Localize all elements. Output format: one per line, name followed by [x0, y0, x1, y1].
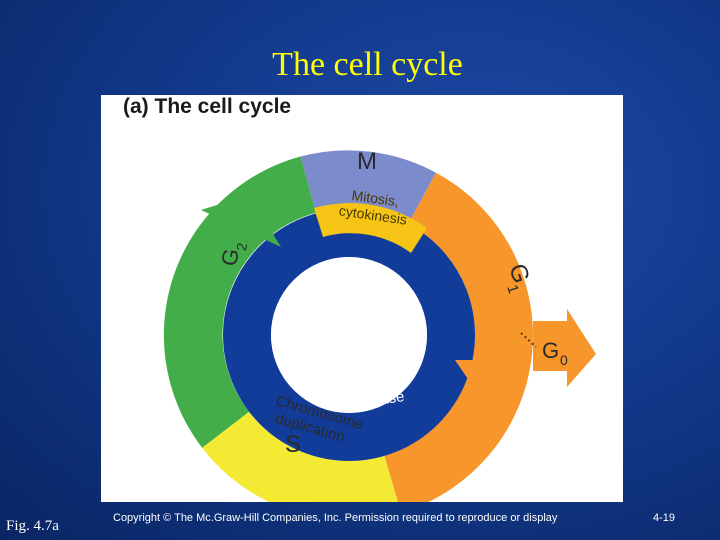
s-phase-segment: [202, 411, 398, 502]
cell-cycle-figure: (a) The cell cycle M G 1 G 0 S G: [101, 95, 623, 502]
s-phase-label: S: [285, 431, 301, 458]
g2-phase-segment: [163, 156, 316, 448]
page-number: 4-19: [653, 512, 676, 524]
svg-text:G: G: [216, 247, 244, 268]
copyright-notice: Copyright © The Mc.Graw-Hill Companies, …: [113, 512, 558, 524]
m-phase-label: M: [357, 148, 377, 175]
cell-cycle-diagram: (a) The cell cycle M G 1 G 0 S G: [123, 95, 596, 502]
figure-label: Fig. 4.7a: [6, 518, 59, 534]
svg-text:Mitosis,: Mitosis,: [351, 187, 400, 209]
g2-arrowhead: [201, 195, 281, 247]
g0-dotted-line: [520, 332, 537, 348]
panel-title: (a) The cell cycle: [123, 95, 291, 118]
mitosis-band: [314, 203, 427, 253]
svg-text:G: G: [542, 338, 559, 363]
svg-text:2: 2: [233, 241, 250, 252]
svg-text:0: 0: [560, 352, 568, 368]
g0-arrow: [533, 309, 596, 387]
g1-phase-segment: [384, 172, 533, 502]
slide-title: The cell cycle: [272, 46, 463, 83]
g2-phase-label: G 2: [216, 241, 250, 268]
center-hole: [271, 257, 427, 413]
g1-arrowhead: [455, 360, 523, 407]
g0-label: G 0: [542, 338, 568, 368]
